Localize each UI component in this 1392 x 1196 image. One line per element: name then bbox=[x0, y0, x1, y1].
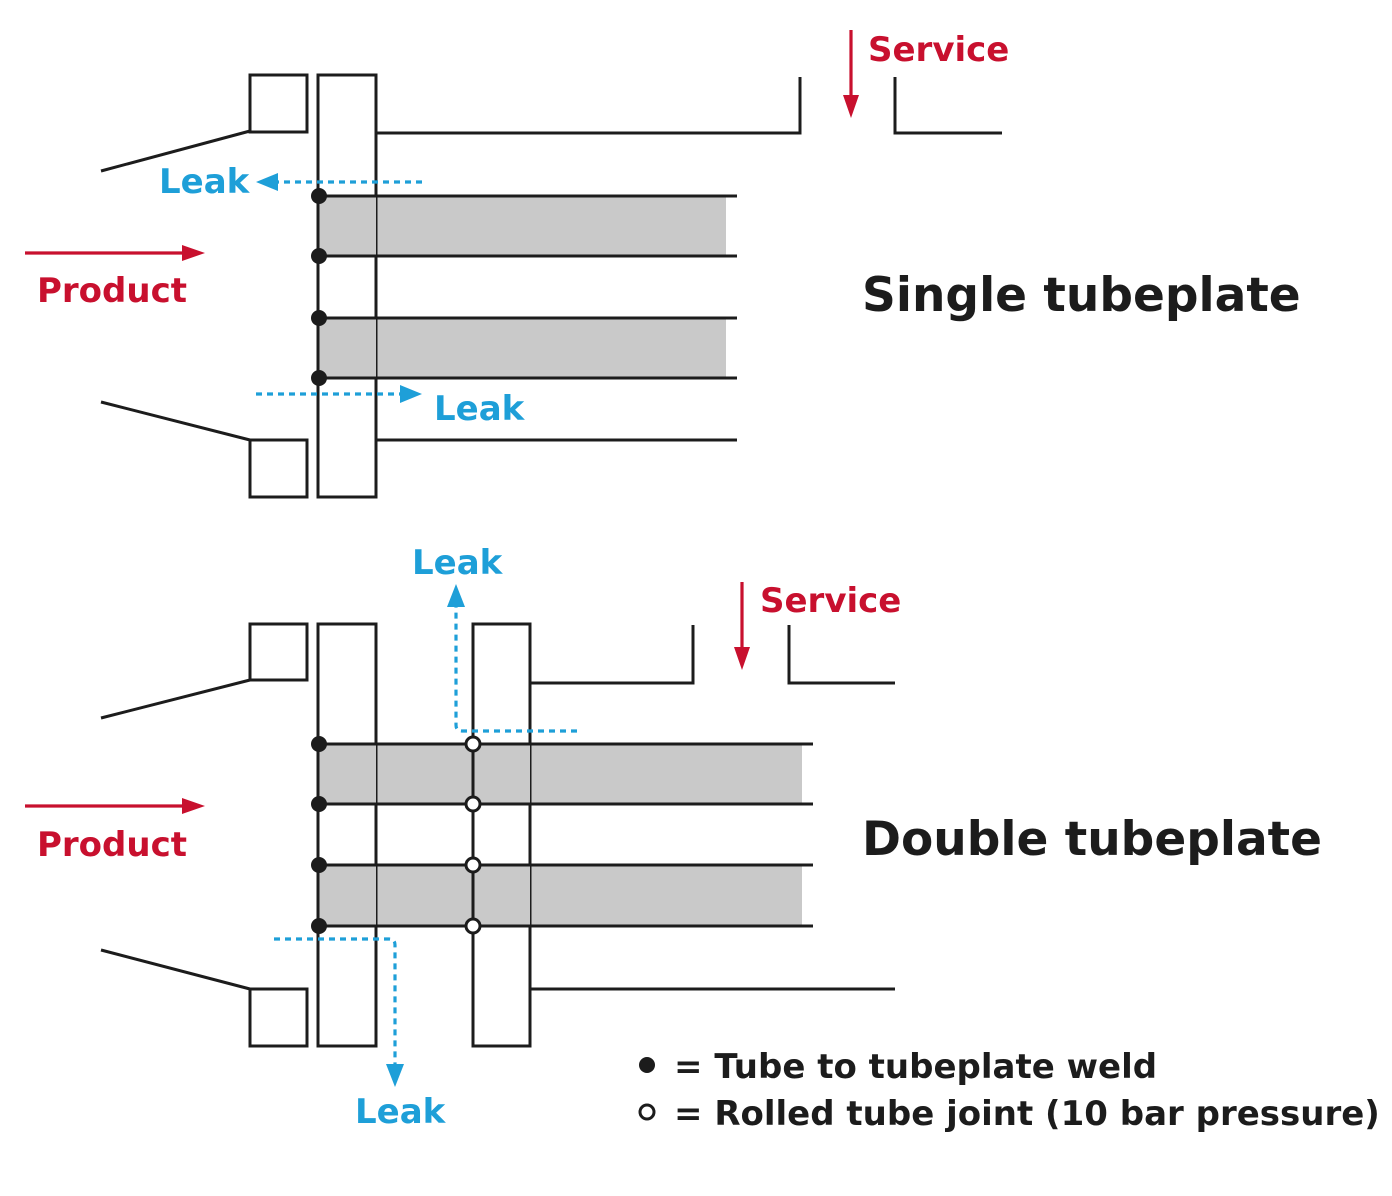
double-leak-label-bottom: Leak bbox=[355, 1092, 447, 1132]
single-leak-label-bottom: Leak bbox=[434, 389, 526, 429]
single-tube-upper-bore bbox=[318, 196, 376, 256]
legend-weld-label: = Tube to tubeplate weld bbox=[674, 1047, 1157, 1087]
double-outer-bore-upper bbox=[318, 744, 376, 804]
single-weld-1 bbox=[311, 188, 327, 204]
double-weld-3 bbox=[311, 857, 327, 873]
legend-weld-symbol bbox=[639, 1057, 655, 1073]
single-leak-arrowhead-top bbox=[256, 173, 278, 191]
double-leak-label-top: Leak bbox=[412, 543, 504, 583]
single-channel-top-line bbox=[100, 129, 251, 173]
double-outer-tubeplate bbox=[316, 622, 378, 1048]
single-leak-label-top: Leak bbox=[159, 162, 251, 202]
double-rolled-joint-3 bbox=[464, 856, 482, 874]
double-weld-1 bbox=[311, 736, 327, 752]
single-tubeplate bbox=[316, 73, 378, 499]
double-service-nozzle bbox=[787, 625, 895, 685]
double-leak-path-bottom bbox=[274, 937, 397, 1066]
single-product-label: Product bbox=[37, 271, 187, 311]
double-tube-lower bbox=[318, 865, 802, 926]
double-inner-tubeplate bbox=[471, 622, 532, 1048]
double-service-arrowhead bbox=[734, 647, 750, 670]
double-product-arrowhead bbox=[182, 798, 205, 814]
double-product-label: Product bbox=[37, 825, 187, 865]
double-leak-arrowhead-top bbox=[447, 584, 465, 607]
legend-rolled-label: = Rolled tube joint (10 bar pressure) bbox=[674, 1094, 1380, 1134]
double-weld-4 bbox=[311, 918, 327, 934]
single-tubeplate-diagram: Service Product Leak Leak Single tubepla… bbox=[25, 30, 1301, 499]
double-tubeplate-diagram: Service Product Leak Leak Double tubepla… bbox=[25, 543, 1322, 1132]
double-outer-bore-lower bbox=[318, 865, 376, 926]
single-tube-lower bbox=[318, 318, 726, 378]
single-service-label: Service bbox=[868, 30, 1009, 70]
legend: = Tube to tubeplate weld = Rolled tube j… bbox=[638, 1047, 1380, 1134]
double-channel-bottom-line bbox=[100, 948, 251, 991]
single-tube-lower-bore bbox=[318, 318, 376, 378]
single-weld-4 bbox=[311, 370, 327, 386]
double-inner-bore-upper bbox=[473, 744, 530, 804]
double-rolled-joint-1 bbox=[464, 735, 482, 753]
single-channel-bottom-line bbox=[100, 400, 251, 442]
double-weld-2 bbox=[311, 796, 327, 812]
single-leak-arrowhead-bottom bbox=[400, 385, 422, 403]
double-rolled-joint-2 bbox=[464, 795, 482, 813]
double-tube-upper bbox=[318, 744, 802, 804]
double-leak-arrowhead-bottom bbox=[386, 1064, 404, 1087]
single-weld-2 bbox=[311, 248, 327, 264]
single-flange-top bbox=[248, 73, 309, 134]
double-flange-top bbox=[248, 622, 309, 682]
legend-rolled-symbol bbox=[638, 1103, 656, 1121]
single-tubeplate-title: Single tubeplate bbox=[862, 268, 1301, 323]
double-leak-path-top bbox=[454, 605, 577, 733]
double-flange-bottom bbox=[248, 987, 309, 1048]
double-shell-top bbox=[530, 625, 695, 685]
single-weld-3 bbox=[311, 310, 327, 326]
double-rolled-joint-4 bbox=[464, 917, 482, 935]
single-service-nozzle bbox=[893, 77, 1002, 135]
double-tubeplate-title: Double tubeplate bbox=[862, 812, 1322, 867]
single-service-arrowhead bbox=[843, 95, 859, 118]
double-inner-bore-lower bbox=[473, 865, 530, 926]
double-service-label: Service bbox=[760, 581, 901, 621]
single-product-arrowhead bbox=[182, 245, 205, 261]
single-tube-upper bbox=[318, 196, 726, 256]
single-shell-top bbox=[376, 77, 802, 135]
double-channel-top-line bbox=[100, 678, 251, 720]
single-flange-bottom bbox=[248, 438, 309, 499]
